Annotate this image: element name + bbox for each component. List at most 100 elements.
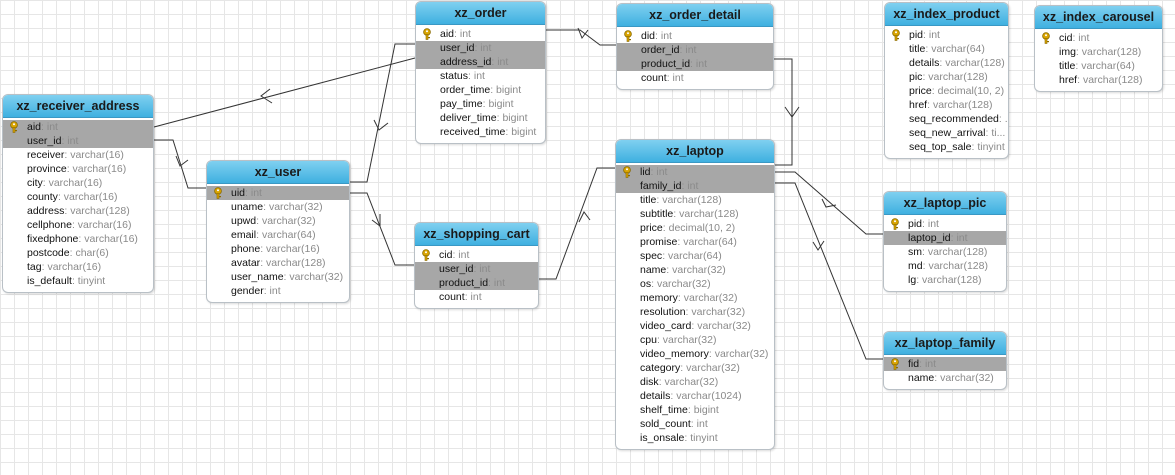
field-row[interactable]: count: int bbox=[415, 290, 538, 304]
field-row[interactable]: title: varchar(128) bbox=[616, 193, 774, 207]
field-row[interactable]: title: varchar(64) bbox=[885, 42, 1008, 56]
field-row[interactable]: address_id: int bbox=[416, 55, 545, 69]
field-row[interactable]: phone: varchar(16) bbox=[207, 242, 349, 256]
field-row[interactable]: address: varchar(128) bbox=[3, 204, 153, 218]
primary-key-row[interactable]: cid: int bbox=[1035, 31, 1162, 45]
field-row[interactable]: category: varchar(32) bbox=[616, 361, 774, 375]
table-title[interactable]: xz_receiver_address bbox=[3, 95, 153, 118]
link-user-to-shopping-cart[interactable] bbox=[350, 192, 414, 266]
primary-key-row[interactable]: aid: int bbox=[3, 120, 153, 134]
field-row[interactable]: video_memory: varchar(32) bbox=[616, 347, 774, 361]
primary-key-row[interactable]: pid: int bbox=[885, 28, 1008, 42]
field-row[interactable]: disk: varchar(32) bbox=[616, 375, 774, 389]
field-row[interactable]: deliver_time: bigint bbox=[416, 111, 545, 125]
field-row[interactable]: promise: varchar(64) bbox=[616, 235, 774, 249]
table-title[interactable]: xz_index_carousel bbox=[1035, 6, 1162, 29]
field-row[interactable]: receiver: varchar(16) bbox=[3, 148, 153, 162]
field-row[interactable]: product_id: int bbox=[415, 276, 538, 290]
link-receiver-address-to-order[interactable] bbox=[153, 57, 416, 128]
field-row[interactable]: uname: varchar(32) bbox=[207, 200, 349, 214]
field-row[interactable]: md: varchar(128) bbox=[884, 259, 1006, 273]
field-row[interactable]: lg: varchar(128) bbox=[884, 273, 1006, 287]
field-row[interactable]: email: varchar(64) bbox=[207, 228, 349, 242]
field-row[interactable]: postcode: char(6) bbox=[3, 246, 153, 260]
field-row[interactable]: details: varchar(1024) bbox=[616, 389, 774, 403]
field-row[interactable]: tag: varchar(16) bbox=[3, 260, 153, 274]
field-row[interactable]: os: varchar(32) bbox=[616, 277, 774, 291]
field-row[interactable]: price: decimal(10, 2) bbox=[885, 84, 1008, 98]
primary-key-row[interactable]: uid: int bbox=[207, 186, 349, 200]
field-row[interactable]: user_name: varchar(32) bbox=[207, 270, 349, 284]
table-title[interactable]: xz_laptop_family bbox=[884, 332, 1006, 355]
table-title[interactable]: xz_index_product bbox=[885, 3, 1008, 26]
field-row[interactable]: is_onsale: tinyint bbox=[616, 431, 774, 445]
primary-key-row[interactable]: cid: int bbox=[415, 248, 538, 262]
field-row[interactable]: order_time: bigint bbox=[416, 83, 545, 97]
field-row[interactable]: is_default: tinyint bbox=[3, 274, 153, 288]
table-title[interactable]: xz_shopping_cart bbox=[415, 223, 538, 246]
field-row[interactable]: user_id: int bbox=[416, 41, 545, 55]
primary-key-row[interactable]: lid: int bbox=[616, 165, 774, 179]
primary-key-row[interactable]: fid: int bbox=[884, 357, 1006, 371]
field-row[interactable]: spec: varchar(64) bbox=[616, 249, 774, 263]
field-row[interactable]: laptop_id: int bbox=[884, 231, 1006, 245]
field-row[interactable]: name: varchar(32) bbox=[884, 371, 1006, 385]
field-row[interactable]: href: varchar(128) bbox=[885, 98, 1008, 112]
link-laptop-to-laptop-family[interactable] bbox=[775, 182, 883, 360]
link-shopping-cart-to-laptop[interactable] bbox=[539, 167, 615, 280]
field-row[interactable]: product_id: int bbox=[617, 57, 773, 71]
field-row[interactable]: img: varchar(128) bbox=[1035, 45, 1162, 59]
field-row[interactable]: family_id: int bbox=[616, 179, 774, 193]
field-row[interactable]: title: varchar(64) bbox=[1035, 59, 1162, 73]
field-row[interactable]: subtitle: varchar(128) bbox=[616, 207, 774, 221]
primary-key-row[interactable]: did: int bbox=[617, 29, 773, 43]
field-row[interactable]: county: varchar(16) bbox=[3, 190, 153, 204]
field-row[interactable]: pic: varchar(128) bbox=[885, 70, 1008, 84]
field-row[interactable]: received_time: bigint bbox=[416, 125, 545, 139]
link-receiver-address-to-user[interactable] bbox=[154, 139, 206, 189]
primary-key-row[interactable]: aid: int bbox=[416, 27, 545, 41]
field-row[interactable]: seq_top_sale: tinyint bbox=[885, 140, 1008, 154]
link-user-to-order[interactable] bbox=[350, 43, 415, 183]
field-row[interactable]: sm: varchar(128) bbox=[884, 245, 1006, 259]
link-order-detail-to-laptop[interactable] bbox=[774, 58, 793, 166]
field-row[interactable]: href: varchar(128) bbox=[1035, 73, 1162, 87]
link-laptop-to-laptop-pic[interactable] bbox=[775, 171, 883, 235]
field-row[interactable]: pay_time: bigint bbox=[416, 97, 545, 111]
field-row[interactable]: video_card: varchar(32) bbox=[616, 319, 774, 333]
field-row[interactable]: name: varchar(32) bbox=[616, 263, 774, 277]
field-row[interactable]: order_id: int bbox=[617, 43, 773, 57]
table-title[interactable]: xz_user bbox=[207, 161, 349, 184]
field-row[interactable]: status: int bbox=[416, 69, 545, 83]
field-row[interactable]: avatar: varchar(128) bbox=[207, 256, 349, 270]
table-title[interactable]: xz_order_detail bbox=[617, 4, 773, 27]
field-row[interactable]: memory: varchar(32) bbox=[616, 291, 774, 305]
table-title[interactable]: xz_laptop_pic bbox=[884, 192, 1006, 215]
field-row[interactable]: gender: int bbox=[207, 284, 349, 298]
field-row[interactable]: user_id: int bbox=[415, 262, 538, 276]
field-row[interactable]: count: int bbox=[617, 71, 773, 85]
field-row[interactable]: fixedphone: varchar(16) bbox=[3, 232, 153, 246]
field-row[interactable]: resolution: varchar(32) bbox=[616, 305, 774, 319]
table-title[interactable]: xz_laptop bbox=[616, 140, 774, 163]
field-row[interactable]: user_id: int bbox=[3, 134, 153, 148]
field-row[interactable]: sold_count: int bbox=[616, 417, 774, 431]
primary-key-row[interactable]: pid: int bbox=[884, 217, 1006, 231]
field-row[interactable]: seq_recommended: ... bbox=[885, 112, 1008, 126]
field-row[interactable]: province: varchar(16) bbox=[3, 162, 153, 176]
field-row[interactable]: upwd: varchar(32) bbox=[207, 214, 349, 228]
field-row[interactable]: cellphone: varchar(16) bbox=[3, 218, 153, 232]
field-row[interactable]: details: varchar(128) bbox=[885, 56, 1008, 70]
link-order-to-order-detail[interactable] bbox=[546, 29, 616, 46]
field-row[interactable]: seq_new_arrival: ti... bbox=[885, 126, 1008, 140]
